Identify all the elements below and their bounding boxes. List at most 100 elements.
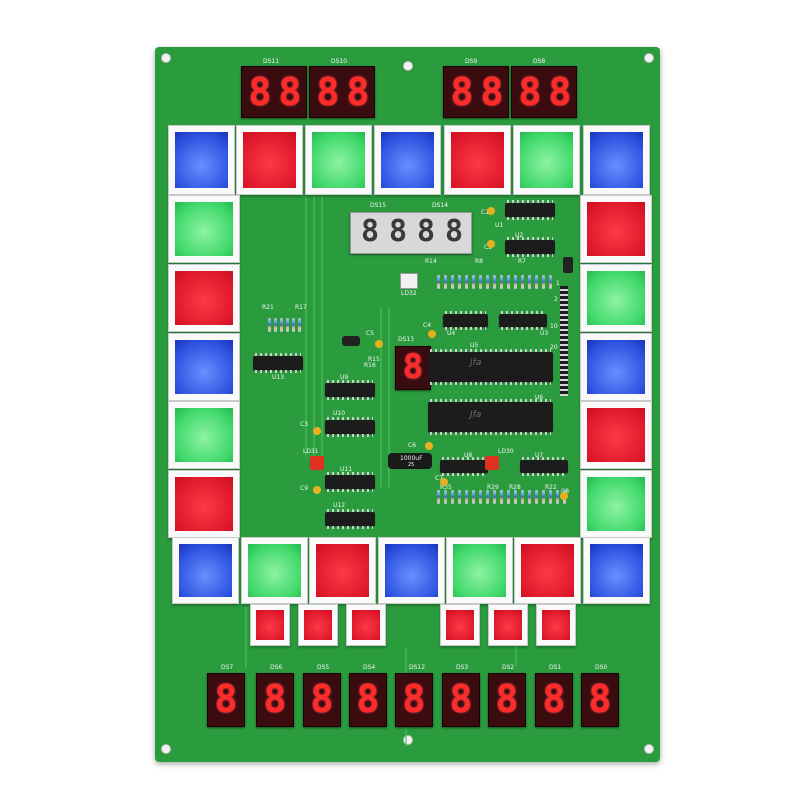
ic-mark: Jfa — [470, 410, 482, 420]
resistor — [451, 275, 454, 289]
ic-label: U2 — [515, 232, 524, 239]
button-green[interactable] — [168, 195, 240, 263]
button-red[interactable] — [236, 125, 303, 195]
button-blue[interactable] — [583, 537, 650, 604]
display-label: DS14 — [432, 202, 449, 209]
ic-label: U9 — [340, 374, 349, 381]
resistor — [500, 490, 503, 504]
part-label: C5 — [366, 330, 375, 337]
blue-cap — [587, 340, 645, 394]
resistor — [479, 275, 482, 289]
button-red[interactable] — [309, 537, 376, 604]
mounting-hole — [644, 53, 654, 63]
button-red[interactable] — [444, 125, 511, 195]
resistor — [521, 275, 524, 289]
ceramic-capacitor — [487, 240, 495, 248]
button-blue[interactable] — [168, 125, 235, 195]
small-button-red[interactable] — [250, 604, 290, 646]
button-green[interactable] — [305, 125, 372, 195]
header-number: 20 — [550, 344, 558, 351]
resistor — [528, 275, 531, 289]
small-button-red[interactable] — [536, 604, 576, 646]
button-green[interactable] — [580, 264, 652, 332]
ceramic-capacitor — [560, 492, 568, 500]
button-green[interactable] — [168, 401, 240, 469]
ceramic-capacitor — [428, 330, 436, 338]
ic-label: U8 — [464, 452, 473, 459]
segment-digit: 8 — [495, 677, 519, 721]
green-cap — [175, 202, 233, 256]
button-blue[interactable] — [378, 537, 445, 604]
ic-label: U5 — [470, 342, 479, 349]
segment-digit: 8 — [444, 214, 464, 249]
blue-cap — [179, 544, 232, 597]
button-blue[interactable] — [580, 333, 652, 401]
part-label: R14 — [425, 258, 437, 265]
red-cap — [587, 408, 645, 462]
green-cap — [453, 544, 506, 597]
small-button-red[interactable] — [298, 604, 338, 646]
button-blue[interactable] — [374, 125, 441, 195]
resistor — [444, 275, 447, 289]
ic-label: U10 — [333, 410, 346, 417]
display-label: DS5 — [317, 664, 330, 671]
red-cap — [352, 610, 380, 640]
ceramic-capacitor — [425, 442, 433, 450]
display-label: DS8 — [533, 58, 546, 65]
button-red[interactable] — [168, 264, 240, 332]
resistor — [542, 275, 545, 289]
resistor — [507, 490, 510, 504]
red-cap — [304, 610, 332, 640]
part-label: LD30 — [498, 448, 514, 455]
ceramic-capacitor — [313, 427, 321, 435]
part-label: R15 — [368, 356, 380, 363]
resistor — [493, 490, 496, 504]
display-label: DS11 — [263, 58, 280, 65]
ceramic-capacitor — [375, 340, 383, 348]
green-cap — [175, 408, 233, 462]
segment-digit: 8 — [480, 70, 504, 114]
button-red[interactable] — [580, 401, 652, 469]
segment-digit: 8 — [346, 70, 370, 114]
button-green[interactable] — [446, 537, 513, 604]
resistor — [507, 275, 510, 289]
segment-digit: 8 — [416, 214, 436, 249]
button-green[interactable] — [241, 537, 308, 604]
resistor — [549, 275, 552, 289]
resistor — [514, 490, 517, 504]
button-red[interactable] — [580, 195, 652, 263]
ic-chip — [443, 311, 488, 330]
blue-cap — [590, 132, 643, 188]
transistor — [563, 257, 573, 273]
display-label: DS9 — [465, 58, 478, 65]
button-red[interactable] — [514, 537, 581, 604]
red-cap — [494, 610, 522, 640]
button-blue[interactable] — [583, 125, 650, 195]
resistor — [472, 490, 475, 504]
button-green[interactable] — [513, 125, 580, 195]
resistor — [274, 318, 277, 332]
resistor — [493, 275, 496, 289]
ic-label: U4 — [447, 330, 456, 337]
segment-digit: 8 — [310, 677, 334, 721]
seven-segment-display: 8 — [395, 673, 433, 727]
part-label: R29 — [487, 484, 499, 491]
small-button-red[interactable] — [440, 604, 480, 646]
button-green[interactable] — [580, 470, 652, 538]
ic-label: U6 — [535, 394, 544, 401]
copper-trace — [313, 197, 315, 457]
copper-trace — [321, 197, 323, 457]
part-label: C2 — [484, 244, 493, 251]
button-blue[interactable] — [168, 333, 240, 401]
seven-segment-display: 8 — [207, 673, 245, 727]
part-label: C4 — [423, 322, 432, 329]
small-button-red[interactable] — [346, 604, 386, 646]
resistor — [542, 490, 545, 504]
button-red[interactable] — [168, 470, 240, 538]
red-cap — [521, 544, 574, 597]
small-button-red[interactable] — [488, 604, 528, 646]
button-blue[interactable] — [172, 537, 239, 604]
seven-segment-display: 8 — [256, 673, 294, 727]
display-label: DS0 — [595, 664, 608, 671]
